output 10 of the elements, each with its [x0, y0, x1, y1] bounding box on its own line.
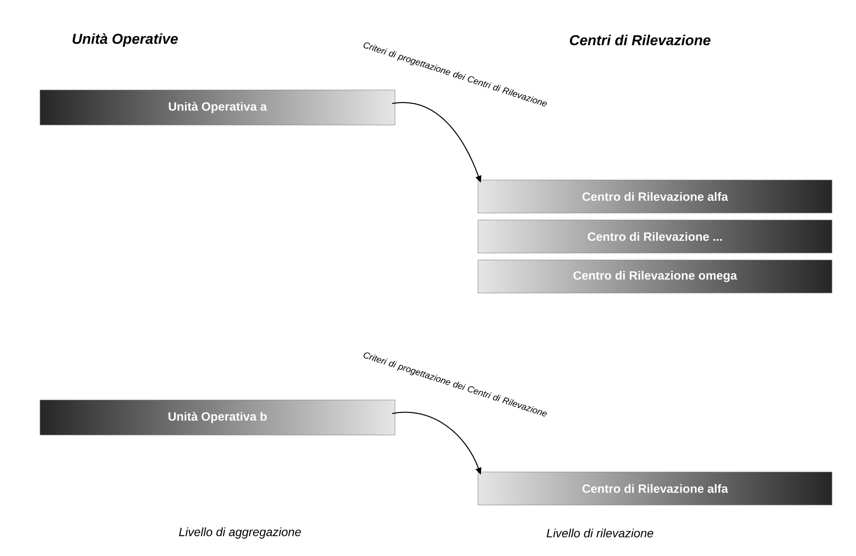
column-heading: Unità Operative [72, 33, 178, 47]
level-label: Livello di aggregazione [179, 527, 301, 539]
gradient-bar: Centro di Rilevazione ... [478, 220, 832, 254]
gradient-bar: Centro di Rilevazione alfa [478, 472, 832, 506]
column-heading: Centri di Rilevazione [570, 34, 710, 46]
level-label: Livello di rilevazione [546, 528, 654, 538]
gradient-bar: Centro di Rilevazione alfa [478, 180, 832, 214]
gradient-bar: Unità Operativa b [40, 400, 396, 436]
gradient-bar: Centro di Rilevazione omega [478, 260, 832, 294]
gradient-bar: Unità Operativa a [40, 90, 396, 126]
